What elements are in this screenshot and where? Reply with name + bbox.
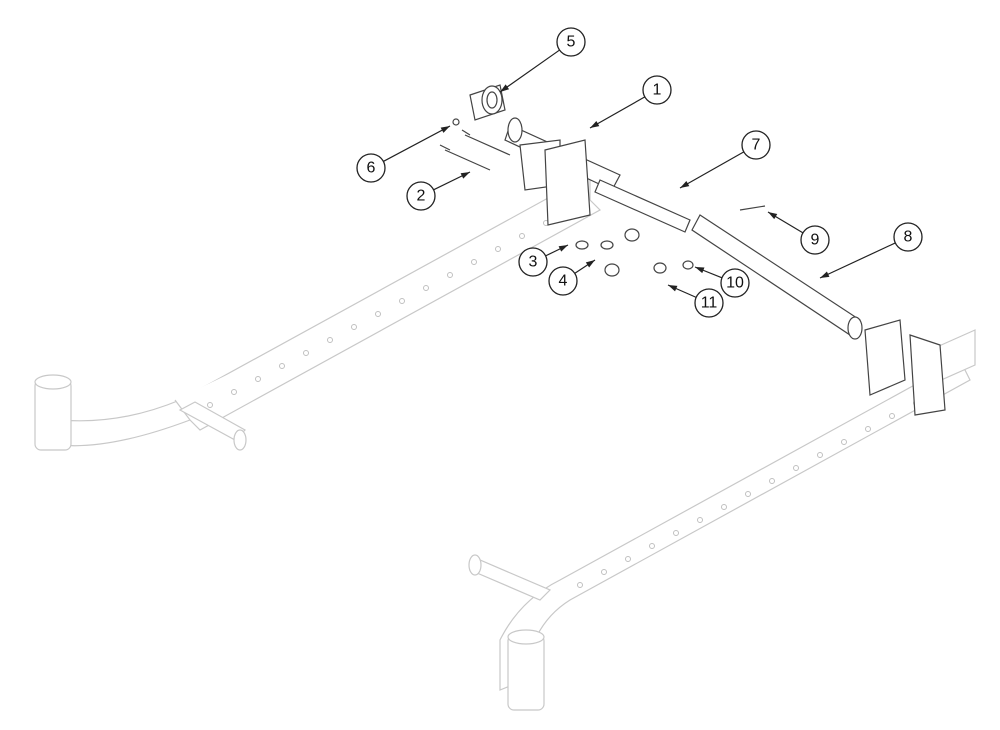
callout-1: 1	[589, 75, 672, 129]
rail-hole	[673, 530, 679, 536]
rail-hole	[255, 376, 261, 382]
callout-circle	[406, 181, 436, 211]
arrowhead-icon	[585, 260, 595, 268]
arrowhead-icon	[590, 120, 600, 128]
callout-number: 1	[653, 82, 662, 99]
callout-7: 7	[679, 130, 771, 189]
rail-hole	[495, 246, 501, 252]
callout-8: 8	[819, 222, 923, 279]
rail-hole	[625, 556, 631, 562]
arrowhead-icon	[768, 212, 778, 220]
callout-number: 10	[726, 275, 744, 292]
callout-number: 5	[567, 34, 576, 51]
callout-10: 10	[694, 266, 750, 298]
rail-hole	[279, 363, 285, 369]
arrowhead-icon	[440, 126, 450, 133]
rail-hole	[519, 233, 525, 239]
rail-hole	[769, 478, 775, 484]
leader-line	[819, 242, 896, 279]
callout-number: 9	[811, 232, 820, 249]
arrowhead-icon	[695, 267, 705, 274]
callout-circle	[893, 222, 923, 252]
rail-hole	[351, 324, 357, 330]
callout-circle	[642, 75, 672, 105]
callout-circle	[694, 288, 724, 318]
rail-hole	[721, 504, 727, 510]
rail-hole	[817, 452, 823, 458]
arrowhead-icon	[668, 285, 678, 292]
callout-number: 3	[529, 254, 538, 271]
callout-circle	[720, 268, 750, 298]
rail-hole	[447, 272, 453, 278]
callout-number: 8	[904, 229, 913, 246]
rail-hole	[207, 402, 213, 408]
leader-line	[383, 125, 451, 162]
callout-number: 11	[701, 295, 718, 312]
arrowhead-icon	[500, 84, 510, 92]
callouts: 1 2 3 4 5 6 7 8 9 10 11	[356, 27, 923, 318]
callout-2: 2	[406, 171, 471, 211]
callout-circle	[518, 247, 548, 277]
callout-11: 11	[667, 284, 724, 318]
rail-hole	[745, 491, 751, 497]
rail-hole	[697, 517, 703, 523]
callout-9: 9	[767, 211, 830, 255]
callout-circle	[356, 153, 386, 183]
rail-hole	[231, 389, 237, 395]
rail-hole	[303, 350, 309, 356]
leader-line	[679, 151, 745, 189]
rail-hole	[865, 426, 871, 432]
callout-circle	[741, 130, 771, 160]
rail-hole	[841, 439, 847, 445]
frame-right-rail	[468, 329, 976, 711]
rail-hole	[375, 311, 381, 317]
rail-hole	[577, 582, 583, 588]
leader-line	[589, 96, 646, 129]
arrowhead-icon	[558, 245, 568, 252]
callout-number: 4	[559, 273, 568, 290]
rail-hole	[649, 543, 655, 549]
callout-circle	[548, 266, 578, 296]
rail-hole	[889, 413, 895, 419]
frame-holes	[207, 207, 943, 588]
callout-number: 2	[417, 188, 426, 205]
arrowhead-icon	[680, 180, 690, 188]
rail-hole	[793, 465, 799, 471]
rail-hole	[327, 337, 333, 343]
parts	[439, 84, 946, 416]
rail-hole	[601, 569, 607, 575]
callout-circle	[800, 225, 830, 255]
rail-hole	[471, 259, 477, 265]
frame-left-rail	[34, 173, 601, 451]
callout-circle	[556, 27, 586, 57]
callout-6: 6	[356, 125, 451, 183]
callout-4: 4	[548, 259, 596, 296]
leader-line	[499, 49, 560, 93]
arrowhead-icon	[820, 271, 830, 278]
arrowhead-icon	[460, 172, 470, 179]
rail-hole	[399, 298, 405, 304]
rail-hole	[423, 285, 429, 291]
callout-number: 7	[752, 137, 761, 154]
callout-3: 3	[518, 244, 569, 277]
callout-5: 5	[499, 27, 586, 93]
callout-number: 6	[367, 160, 376, 177]
